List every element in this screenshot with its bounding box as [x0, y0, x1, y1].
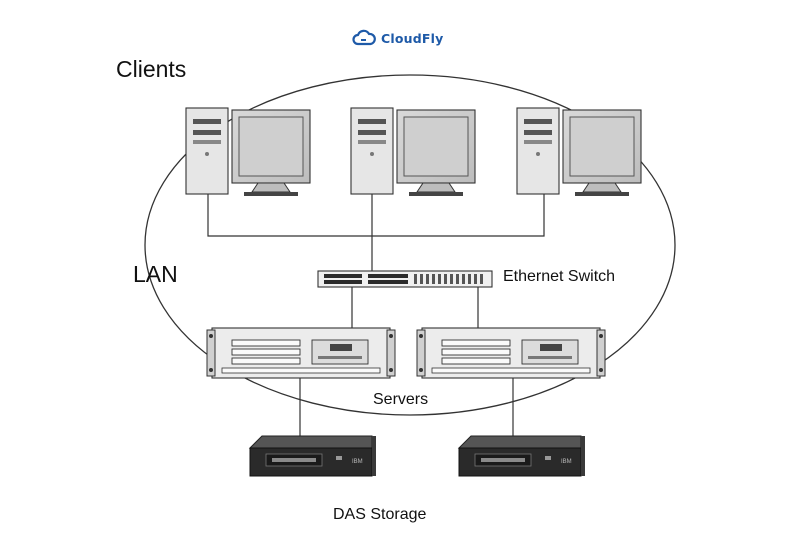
client-pc: [185, 107, 311, 196]
brand-name: CloudFly: [381, 30, 444, 46]
client-bus-cable: [207, 193, 545, 237]
cloud-icon: [352, 29, 376, 46]
ethernet-switch: [317, 270, 493, 288]
servers: [206, 327, 606, 379]
das-storage-units: IBM: [248, 435, 586, 477]
client-computers: [185, 107, 642, 197]
ethernet-switch-label: Ethernet Switch: [503, 268, 616, 285]
storage-badge: IBM: [352, 459, 363, 465]
tape-drive: [458, 435, 586, 477]
lan-label: LAN: [133, 261, 178, 287]
network-cables: [207, 193, 545, 438]
rack-server: [206, 327, 396, 379]
client-pc: [350, 107, 476, 197]
servers-label: Servers: [373, 391, 429, 408]
das-storage-label: DAS Storage: [333, 506, 427, 523]
client-pc: [516, 107, 642, 197]
rack-server: [416, 327, 606, 379]
brand-logo: CloudFly: [352, 26, 443, 50]
lan-boundary-ellipse: [144, 74, 676, 416]
clients-label: Clients: [116, 56, 187, 82]
tape-drive: IBM: [248, 435, 376, 477]
